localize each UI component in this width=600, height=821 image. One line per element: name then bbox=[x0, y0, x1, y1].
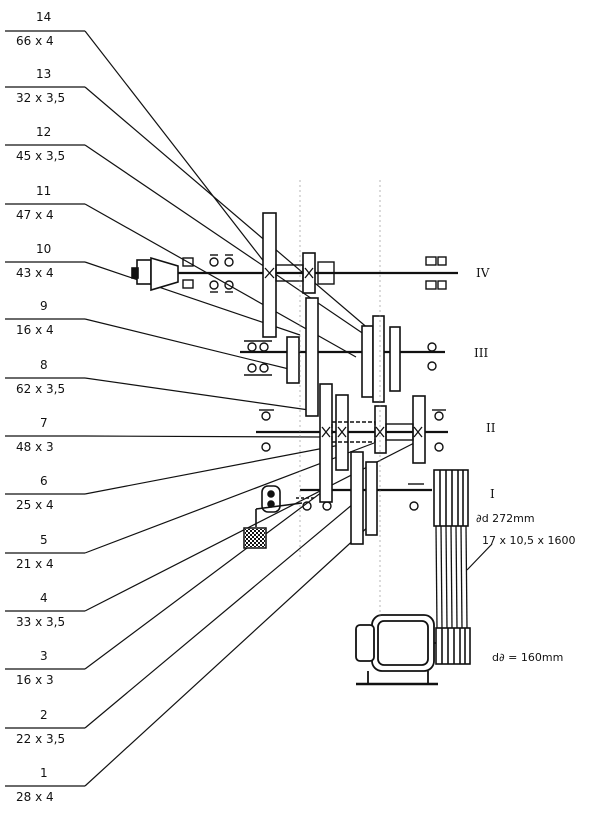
handle-knob bbox=[243, 527, 267, 549]
leader-8 bbox=[84, 377, 310, 411]
label-texts: 14 66 x 4 13 32 x 3,5 12 45 x 3,5 11 47 … bbox=[16, 10, 65, 804]
label-8-num: 8 bbox=[40, 358, 48, 372]
bearings-ii bbox=[259, 409, 446, 452]
label-5-spec: 21 x 4 bbox=[16, 557, 54, 571]
guide-lines bbox=[299, 180, 381, 620]
belt-leader bbox=[466, 543, 493, 571]
leader-3 bbox=[84, 491, 323, 670]
label-9-num: 9 bbox=[40, 299, 48, 313]
label-12-num: 12 bbox=[36, 125, 51, 139]
bearings-iv bbox=[182, 254, 447, 293]
label-4-spec: 33 x 3,5 bbox=[16, 615, 65, 629]
gear-13b bbox=[389, 326, 401, 392]
large-pulley-diameter: ∂d 272mm bbox=[476, 512, 535, 525]
gear-14 bbox=[262, 212, 277, 338]
label-10-spec: 43 x 4 bbox=[16, 266, 54, 280]
gear-8 bbox=[319, 383, 333, 503]
label-8-spec: 62 x 3,5 bbox=[16, 382, 65, 396]
small-pulley bbox=[435, 627, 471, 665]
leader-2 bbox=[84, 503, 354, 729]
label-2-num: 2 bbox=[40, 708, 48, 722]
label-6-spec: 25 x 4 bbox=[16, 498, 54, 512]
leader-14 bbox=[84, 30, 273, 273]
label-11-num: 11 bbox=[36, 184, 51, 198]
shaft-i-label: I bbox=[490, 487, 495, 501]
gear-1 bbox=[365, 461, 378, 536]
label-14-spec: 66 x 4 bbox=[16, 34, 54, 48]
leader-6 bbox=[84, 444, 341, 495]
leader-13 bbox=[84, 86, 371, 331]
large-pulley bbox=[433, 469, 469, 527]
shaft-ii-label: II bbox=[486, 421, 496, 435]
label-5-num: 5 bbox=[40, 533, 48, 547]
label-12-spec: 45 x 3,5 bbox=[16, 149, 65, 163]
motor bbox=[355, 614, 438, 686]
label-1-spec: 28 x 4 bbox=[16, 790, 54, 804]
label-3-num: 3 bbox=[40, 649, 48, 663]
small-pulley-diameter: d∂ = 160mm bbox=[492, 651, 563, 664]
hubs bbox=[275, 261, 414, 443]
label-7-spec: 48 x 3 bbox=[16, 440, 54, 454]
label-4-num: 4 bbox=[40, 591, 48, 605]
shift-lever bbox=[255, 485, 303, 527]
leader-4 bbox=[84, 439, 421, 612]
label-6-num: 6 bbox=[40, 474, 48, 488]
gear-9 bbox=[286, 336, 300, 384]
label-14-num: 14 bbox=[36, 10, 51, 24]
label-10-num: 10 bbox=[36, 242, 51, 256]
v-belts bbox=[435, 525, 468, 629]
gears bbox=[262, 212, 426, 545]
gear-11 bbox=[361, 325, 374, 398]
bearings-iii bbox=[244, 340, 437, 376]
shaft-iv-label: IV bbox=[476, 266, 490, 280]
gear-4 bbox=[412, 395, 426, 464]
gear-12 bbox=[372, 315, 385, 403]
belt-spec: 17 x 10,5 x 1600 bbox=[482, 534, 576, 547]
callout-labels bbox=[5, 30, 421, 787]
gear-10 bbox=[305, 297, 319, 417]
label-2-spec: 22 x 3,5 bbox=[16, 732, 65, 746]
label-13-num: 13 bbox=[36, 67, 51, 81]
leader-7 bbox=[84, 435, 321, 438]
spindle-nose bbox=[131, 256, 179, 292]
leader-9 bbox=[84, 318, 294, 371]
gear-5 bbox=[374, 405, 387, 454]
leader-1 bbox=[84, 524, 371, 787]
label-7-num: 7 bbox=[40, 416, 48, 430]
bearings-i bbox=[296, 483, 424, 511]
label-9-spec: 16 x 4 bbox=[16, 323, 54, 337]
label-3-spec: 16 x 3 bbox=[16, 673, 54, 687]
label-11-spec: 47 x 4 bbox=[16, 208, 54, 222]
label-13-spec: 32 x 3,5 bbox=[16, 91, 65, 105]
leader-12 bbox=[84, 144, 381, 346]
label-1-num: 1 bbox=[40, 766, 48, 780]
shaft-iii-label: III bbox=[474, 346, 488, 360]
gear-2 bbox=[350, 451, 364, 545]
